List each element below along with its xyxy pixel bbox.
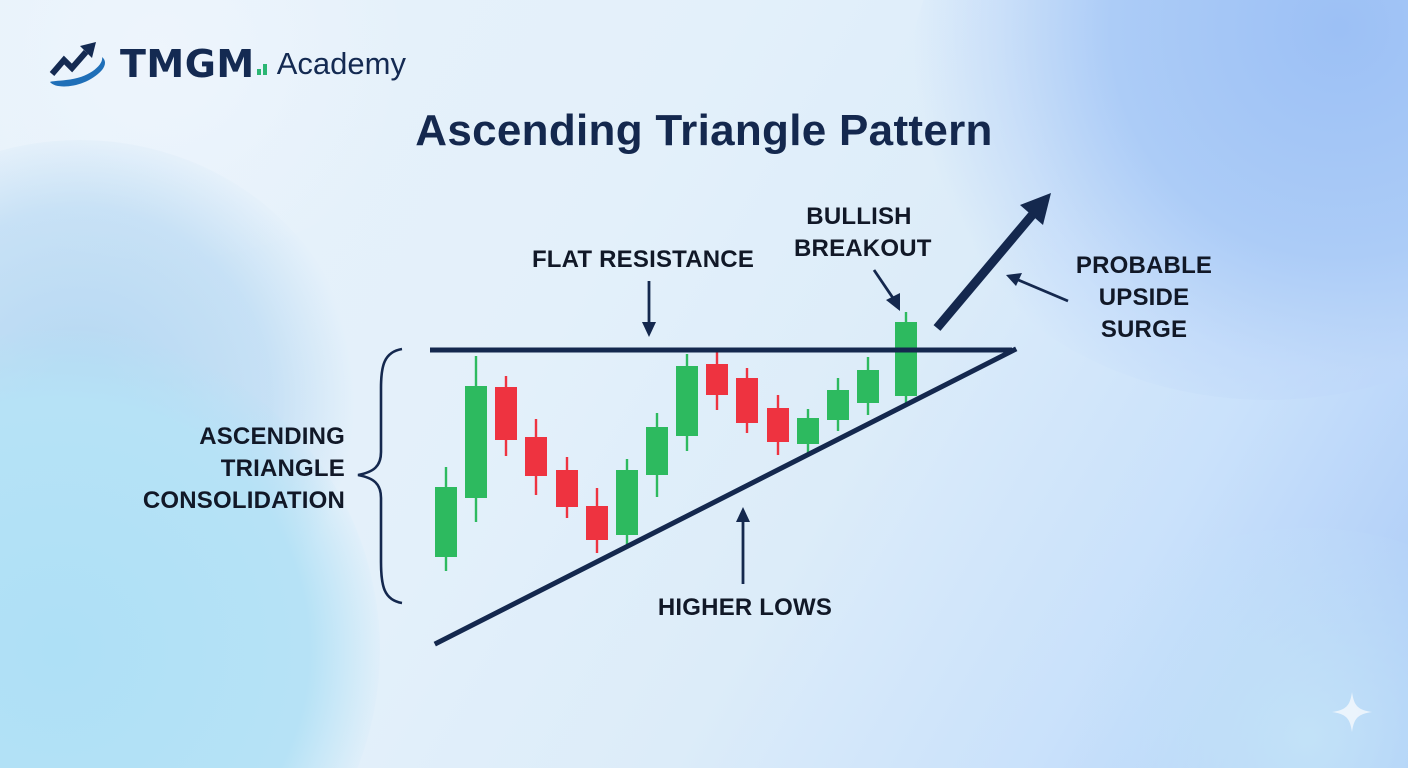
label-line: UPSIDE [1098,284,1190,311]
label-line: SURGE [1100,316,1188,343]
arrow-diagonal-down-icon [872,269,900,311]
support-line [433,346,1018,647]
label-higher-lows: HIGHER LOWS [657,594,833,621]
candle-16 [895,312,917,404]
label-flat-resistance: FLAT RESISTANCE [531,246,755,273]
candle-2 [465,356,487,522]
label-line: BREAKOUT [794,235,932,262]
candle-15 [857,357,879,415]
candles-group [435,312,917,571]
label-line: PROBABLE [1075,252,1213,279]
arrow-left-icon [1006,273,1069,303]
consolidation-bracket-icon [357,347,403,605]
candle-13 [797,409,819,455]
candle-1 [435,467,457,571]
page-title: Ascending Triangle Pattern [415,106,993,155]
candle-3 [495,376,517,456]
arrow-down-icon [642,281,656,337]
label-line: CONSOLIDATION [142,487,345,514]
candle-9 [676,354,698,451]
rising-arrow-swoosh-icon [49,42,105,87]
surge-arrow-icon [933,193,1051,331]
brand-suffix: Academy [276,46,406,81]
label-probable-upside-surge: PROBABLE UPSIDE SURGE [1062,250,1226,346]
sparkle-icon [1332,692,1372,732]
label-line: BULLISH [806,203,912,230]
arrow-up-icon [736,507,750,584]
candle-14 [827,378,849,431]
candle-7 [616,459,638,546]
brand-logo: TMGM Academy [46,38,406,90]
label-line: TRIANGLE [220,455,345,482]
candle-4 [525,419,547,495]
candle-8 [646,413,668,497]
brand-bars-icon [256,49,267,79]
brand-name: TMGM [120,42,255,86]
candle-6 [586,488,608,553]
label-bullish-breakout: BULLISH BREAKOUT [794,201,932,265]
candle-12 [767,395,789,455]
label-line: ASCENDING [199,423,345,450]
candle-5 [556,457,578,518]
candle-10 [706,348,728,410]
label-consolidation: ASCENDING TRIANGLE CONSOLIDATION [100,421,345,517]
candle-11 [736,368,758,433]
